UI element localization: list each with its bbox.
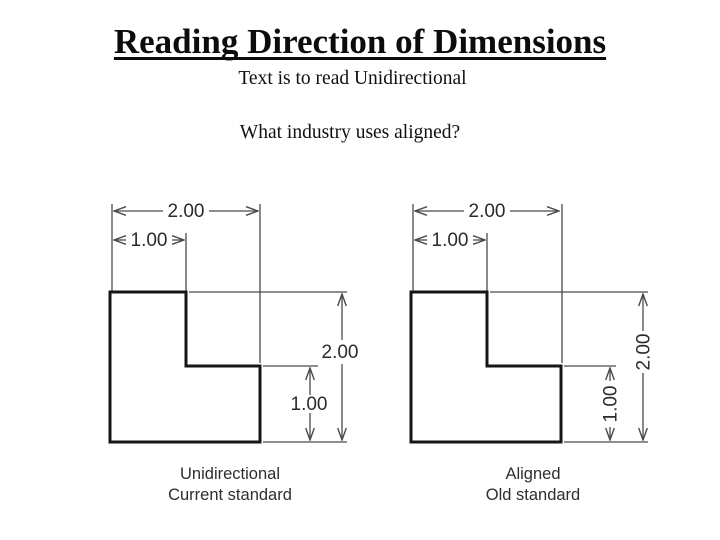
dim-step-height: 1.00 [291,368,328,440]
dim-total-width: 2.00 [415,201,559,222]
dim-label-total-width: 2.00 [469,201,506,222]
right-drawing: 2.00 1.00 2.00 1.00 [409,201,655,444]
dim-total-height: 2.00 [634,294,655,440]
dim-label-total-height: 2.00 [634,334,655,371]
slide-question: What industry uses aligned? [239,122,461,143]
dim-notch-width: 1.00 [415,230,485,251]
dim-label-step-height: 1.00 [291,394,328,415]
caption-line1: Unidirectional [180,465,280,483]
dim-step-height: 1.00 [601,368,622,440]
extension-lines [412,204,648,443]
caption-line2: Current standard [168,486,292,504]
dim-label-total-height: 2.00 [322,342,359,363]
caption-aligned: Aligned Old standard [433,464,633,506]
dim-label-notch-width: 1.00 [432,230,469,251]
left-drawing: 2.00 1.00 2.00 1.00 [108,201,359,444]
dim-label-step-height: 1.00 [601,386,622,423]
dim-label-notch-width: 1.00 [131,230,168,251]
caption-unidirectional: Unidirectional Current standard [130,464,330,506]
l-shape-outline [108,290,262,444]
dim-total-width: 2.00 [114,201,258,222]
dim-notch-width: 1.00 [114,230,184,251]
caption-line1: Aligned [505,465,561,483]
l-shape-outline [409,290,563,444]
extension-lines [111,204,347,443]
slide-title: Reading Direction of Dimensions [113,22,607,61]
slide-subtitle: Text is to read Unidirectional [238,68,467,89]
caption-line2: Old standard [485,486,581,504]
dim-total-height: 2.00 [322,294,359,440]
dim-label-total-width: 2.00 [168,201,205,222]
